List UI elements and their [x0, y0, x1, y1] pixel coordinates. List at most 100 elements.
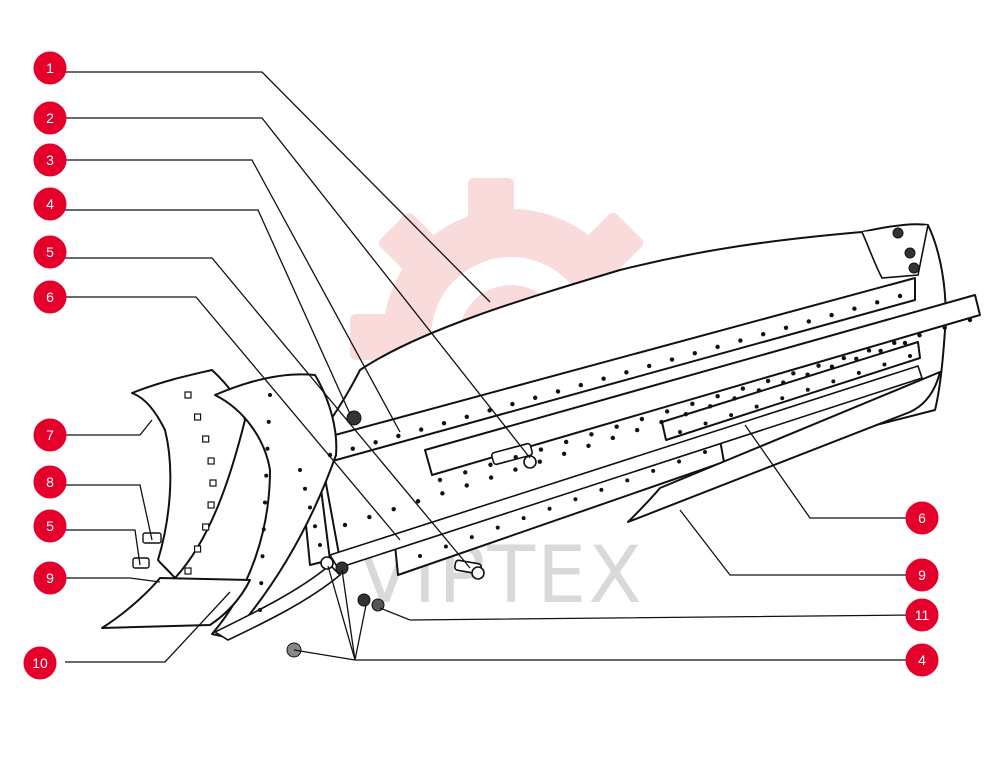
bolt-hole — [610, 435, 616, 441]
leader-lines — [65, 71, 916, 663]
bolt-hole — [533, 395, 538, 400]
bolt-hole — [510, 401, 515, 407]
bolt-hole — [754, 404, 759, 409]
bolt-hole — [265, 446, 270, 451]
bolt-hole — [396, 433, 401, 439]
bolt-hole — [440, 491, 445, 496]
bolt-hole — [765, 378, 771, 384]
bolt-hole — [703, 421, 708, 426]
bolt-hole — [897, 293, 903, 299]
callout-4-right: 4 — [905, 643, 939, 677]
bolt-hole — [854, 356, 859, 362]
bolt-hole — [683, 412, 689, 417]
bolt-hole — [463, 470, 468, 475]
bolt-hole — [391, 506, 396, 512]
bolt-hole — [942, 325, 947, 330]
bolt-hole — [521, 516, 526, 521]
bolt-hole — [513, 454, 518, 460]
bolt-hole — [816, 363, 821, 368]
bolt-hole — [866, 348, 872, 353]
callout-6-right: 6 — [905, 501, 939, 535]
square-hole — [193, 413, 202, 421]
svg-text:8: 8 — [46, 474, 54, 490]
bolt-hole — [729, 413, 734, 418]
svg-text:11: 11 — [915, 607, 930, 623]
callout-4: 4 — [33, 187, 67, 221]
svg-text:9: 9 — [46, 570, 54, 586]
bolt-hole — [318, 543, 322, 547]
svg-text:9: 9 — [918, 567, 926, 583]
bolt-hole — [495, 525, 500, 530]
wear-blade-left — [101, 577, 251, 629]
bolt-hole — [841, 355, 847, 361]
bolt-hole — [829, 312, 834, 318]
square-hole — [202, 435, 210, 443]
shield-segment — [131, 369, 246, 579]
bolt-hole — [443, 544, 448, 549]
bolt-hole — [875, 300, 880, 305]
bolt-hole — [634, 427, 640, 433]
bolt-hole — [263, 500, 267, 505]
bolt-hole — [513, 467, 518, 472]
bolt-hole — [781, 380, 786, 385]
bolt-hole — [469, 535, 474, 540]
bolt-hole — [261, 527, 266, 532]
bolt-hole — [298, 468, 302, 472]
square-hole — [207, 457, 215, 465]
svg-text:4: 4 — [918, 652, 926, 668]
callout-5b: 5 — [33, 509, 67, 543]
callout-2: 2 — [33, 101, 67, 135]
svg-text:4: 4 — [46, 196, 54, 212]
bolt-hole — [677, 459, 682, 464]
bolt-hole — [488, 462, 493, 467]
svg-text:2: 2 — [46, 110, 54, 126]
bolt-hole — [892, 340, 897, 346]
svg-text:6: 6 — [46, 289, 54, 305]
bolt-hole — [547, 506, 552, 511]
bolt-hole — [791, 371, 796, 376]
callout-8: 8 — [33, 465, 67, 499]
svg-text:7: 7 — [46, 427, 54, 443]
wear-blade-right — [627, 371, 941, 523]
bolt-hole — [756, 388, 762, 393]
bolt-hole — [373, 440, 378, 445]
callout-9: 9 — [33, 561, 67, 595]
square-hole — [202, 523, 210, 531]
bolt-hole — [806, 319, 811, 324]
bolt-hole — [599, 487, 604, 492]
bolt-hole — [415, 499, 421, 504]
bolt-hole — [647, 363, 652, 369]
callout-10: 10 — [23, 646, 57, 680]
bolt-hole — [732, 396, 737, 401]
square-hole — [184, 391, 192, 399]
bolt-hole — [664, 409, 670, 414]
bolt-hole — [902, 340, 908, 346]
bolt-hole — [342, 522, 348, 528]
nuts-group — [286, 227, 920, 658]
square-hole — [209, 479, 217, 487]
bolt-hole — [260, 554, 265, 559]
callout-9-right: 9 — [905, 558, 939, 592]
bolt-hole — [708, 404, 713, 409]
bolt-hole — [437, 477, 443, 483]
svg-text:1: 1 — [46, 60, 54, 76]
bolt-hole — [464, 414, 469, 420]
bolt-hole — [805, 387, 810, 392]
bolt-hole — [487, 408, 492, 413]
callout-6: 6 — [33, 280, 67, 314]
bolt-holes — [184, 293, 973, 612]
bolt-hole — [586, 443, 591, 449]
lower-strip — [328, 364, 924, 569]
bolt-hole — [350, 446, 355, 451]
bolt-hole — [258, 608, 262, 612]
bolt-hole — [555, 389, 561, 394]
bolt-hole — [829, 364, 835, 369]
bolt-hole — [367, 514, 372, 520]
bolt-hole — [464, 483, 469, 488]
square-hole — [207, 501, 215, 509]
callout-3: 3 — [33, 143, 67, 177]
bolt-hole — [589, 432, 594, 437]
bolt-hole — [264, 473, 269, 478]
svg-text:3: 3 — [46, 152, 54, 168]
